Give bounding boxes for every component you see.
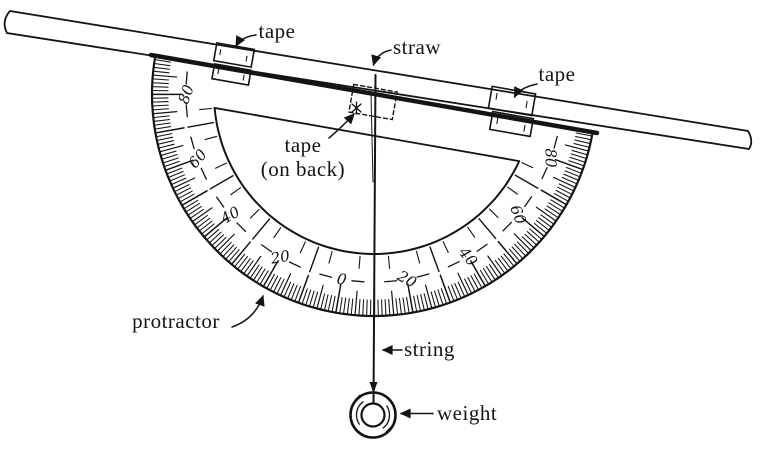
degree-label-dash xyxy=(185,104,188,118)
degree-label-dash xyxy=(351,280,365,283)
tape-right-upper xyxy=(487,85,537,117)
degree-label-dash xyxy=(260,244,273,253)
degree-label-dash xyxy=(384,280,398,283)
string-line xyxy=(372,74,377,405)
degree-label: 80 xyxy=(542,148,560,168)
tape-left-lower xyxy=(211,63,252,86)
weight-shading-strokes xyxy=(354,394,392,433)
tape-right-lower xyxy=(488,110,535,138)
degree-label-dash xyxy=(447,261,460,268)
label-tape-back-line1: tape xyxy=(285,133,322,157)
leader-protractor xyxy=(231,294,265,328)
degree-label: 40 xyxy=(454,243,481,270)
tape-right-piece xyxy=(487,85,537,138)
tape-right-crease-marks xyxy=(496,117,526,132)
degree-label: 0 xyxy=(335,270,348,289)
tape-left-crease-marks xyxy=(219,49,248,62)
degree-label: 20 xyxy=(268,247,291,268)
label-protractor: protractor xyxy=(132,309,220,333)
degree-label-dash xyxy=(476,243,488,252)
tape-right-crease-marks xyxy=(495,92,528,109)
degree-label-dash xyxy=(502,221,513,232)
tape-left-crease-marks xyxy=(217,68,245,81)
protractor-inner-chord xyxy=(213,107,521,163)
protractor-arc xyxy=(213,106,520,255)
degree-label-dash xyxy=(216,196,225,208)
label-tape-left: tape xyxy=(259,19,296,43)
leader-tape-right xyxy=(513,83,538,99)
string-tension-arrowhead xyxy=(369,382,378,393)
label-tape-back-line2: (on back) xyxy=(261,157,345,181)
degree-label: 60 xyxy=(185,145,211,172)
degree-label: 60 xyxy=(506,203,530,228)
degree-label-dash xyxy=(190,136,195,150)
degree-label-dash xyxy=(288,261,301,268)
straw xyxy=(3,10,753,150)
degree-label-dash xyxy=(236,222,247,233)
degree-label-dash xyxy=(185,71,188,85)
label-tape-right: tape xyxy=(539,62,576,86)
degree-label-dash xyxy=(416,273,430,278)
label-string: string xyxy=(404,337,455,361)
weight-mid-shading-arc xyxy=(355,397,391,433)
weight-inner-circle xyxy=(360,402,386,428)
degree-label-dash xyxy=(200,167,207,180)
label-straw: straw xyxy=(393,35,441,59)
straw-body xyxy=(3,10,753,150)
leader-straw xyxy=(371,49,392,67)
string-loop-line xyxy=(370,93,374,183)
protractor-flat-edge xyxy=(148,52,600,136)
degree-label-dash xyxy=(524,195,533,208)
text-labels: tape straw tape tape (on back) protracto… xyxy=(132,19,575,425)
label-weight: weight xyxy=(437,401,497,425)
degree-label: 80 xyxy=(175,82,199,107)
leader-arrows xyxy=(231,34,538,419)
leader-tape-back xyxy=(328,113,355,139)
degree-label-dash xyxy=(319,273,333,278)
degree-label: 20 xyxy=(393,266,420,292)
degree-label-dash xyxy=(541,167,548,180)
degree-label-dash xyxy=(553,135,558,149)
leader-tape-left xyxy=(235,34,257,48)
string xyxy=(369,74,378,405)
tape-back-star-mark xyxy=(351,101,362,115)
